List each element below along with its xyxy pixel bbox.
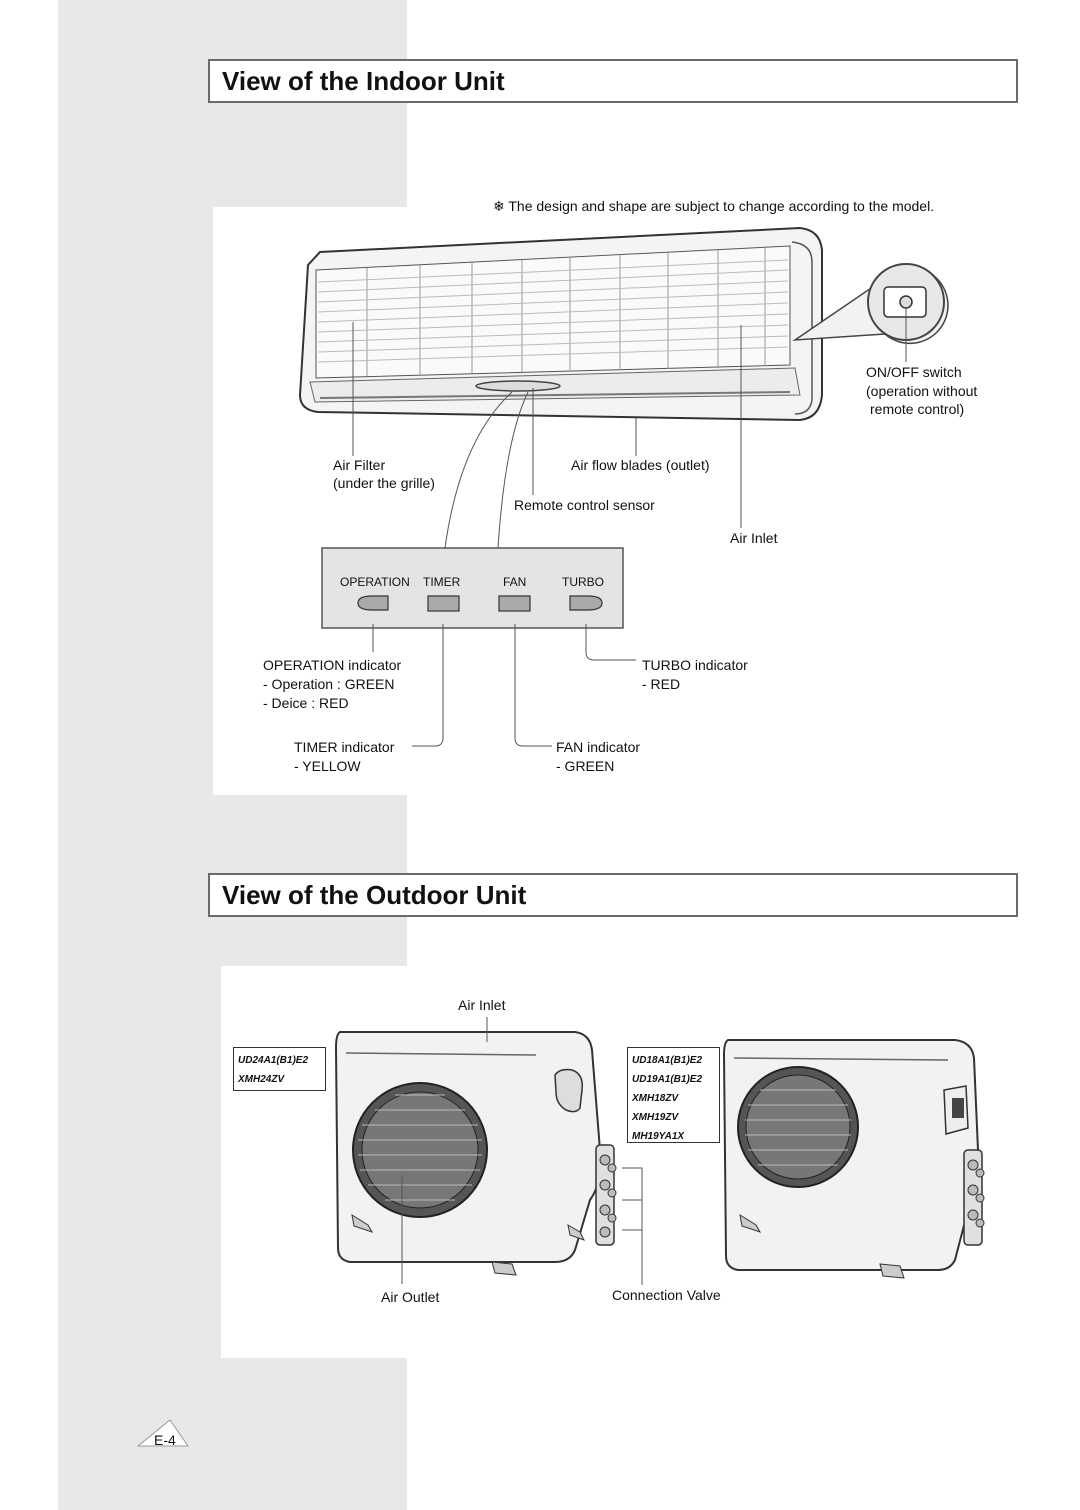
air-filter-sublabel: (under the grille)	[333, 475, 435, 491]
panel-label-timer: TIMER	[423, 575, 461, 589]
on-off-switch-sublabel-2: remote control)	[870, 401, 965, 417]
outdoor-title: View of the Outdoor Unit	[222, 880, 527, 910]
turbo-indicator-line1: - RED	[642, 676, 681, 692]
model-name: XMH18ZV	[632, 1093, 679, 1104]
model-name: XMH24ZV	[238, 1074, 285, 1085]
indoor-unit-illustration	[298, 226, 823, 422]
operation-indicator-line2: - Deice : RED	[263, 695, 349, 711]
indoor-title: View of the Indoor Unit	[222, 66, 505, 96]
on-off-switch-label: ON/OFF switch	[866, 364, 962, 380]
indoor-section-heading: View of the Indoor Unit	[208, 59, 1018, 103]
air-flow-blades-label: Air flow blades (outlet)	[571, 457, 710, 473]
indicator-leader-lines	[372, 624, 636, 747]
page-number: E-4	[154, 1432, 176, 1448]
model-list-left: UD24A1(B1)E2 XMH24ZV	[233, 1047, 326, 1091]
air-filter-label: Air Filter	[333, 457, 386, 473]
remote-sensor-label: Remote control sensor	[514, 497, 655, 513]
outdoor-unit-large-illustration	[334, 1031, 617, 1276]
connection-valve-label: Connection Valve	[612, 1287, 721, 1303]
panel-label-operation: OPERATION	[340, 575, 410, 589]
outdoor-leader-lines	[401, 1017, 643, 1285]
timer-indicator-line1: - YELLOW	[294, 758, 361, 774]
model-name: UD19A1(B1)E2	[632, 1074, 703, 1085]
indicator-panel-drawing	[321, 547, 624, 629]
model-name: UD24A1(B1)E2	[238, 1055, 309, 1066]
model-name: UD18A1(B1)E2	[632, 1055, 703, 1066]
turbo-indicator-title: TURBO indicator	[642, 657, 748, 673]
model-list-right: UD18A1(B1)E2 UD19A1(B1)E2 XMH18ZV XMH19Z…	[627, 1047, 720, 1143]
page-corner-marker	[136, 1419, 189, 1447]
outdoor-air-inlet-label: Air Inlet	[458, 997, 506, 1013]
model-name: XMH19ZV	[632, 1112, 679, 1123]
indoor-leader-lines	[352, 322, 742, 549]
operation-indicator-line1: - Operation : GREEN	[263, 676, 395, 692]
outdoor-unit-small-illustration	[722, 1039, 985, 1279]
fan-indicator-line1: - GREEN	[556, 758, 615, 774]
fan-indicator-title: FAN indicator	[556, 739, 641, 755]
model-name: MH19YA1X	[632, 1131, 685, 1142]
outdoor-section-heading: View of the Outdoor Unit	[208, 873, 1018, 917]
indoor-air-inlet-label: Air Inlet	[730, 530, 778, 546]
timer-indicator-title: TIMER indicator	[294, 739, 395, 755]
air-outlet-label: Air Outlet	[381, 1289, 440, 1305]
operation-indicator-title: OPERATION indicator	[263, 657, 402, 673]
on-off-switch-callout	[792, 263, 949, 362]
on-off-switch-sublabel-1: (operation without	[866, 383, 978, 399]
design-change-note: ❄ The design and shape are subject to ch…	[493, 198, 935, 214]
panel-label-turbo: TURBO	[562, 575, 604, 589]
panel-label-fan: FAN	[503, 575, 527, 589]
